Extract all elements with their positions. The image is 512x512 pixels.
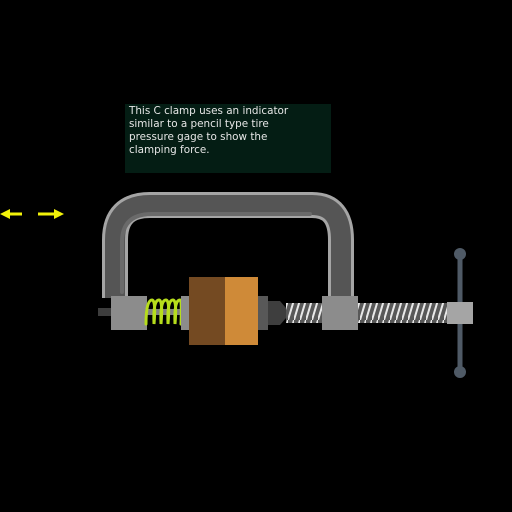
caption-box: This C clamp uses an indicator similar t… — [125, 104, 331, 173]
indicator-collar — [181, 296, 191, 330]
arrow-right-icon — [38, 209, 64, 219]
left-jaw — [111, 296, 147, 330]
handle-hub — [447, 302, 473, 324]
indicator-spring — [144, 298, 183, 326]
swivel-pad — [258, 296, 286, 330]
right-jaw — [322, 296, 358, 330]
screw-thread-right — [358, 303, 448, 323]
arrow-left-icon — [0, 209, 22, 219]
screw-thread-left — [286, 303, 322, 323]
indicator-pin — [98, 308, 112, 316]
workpiece-block — [189, 277, 258, 345]
clamp-frame — [102, 192, 354, 298]
